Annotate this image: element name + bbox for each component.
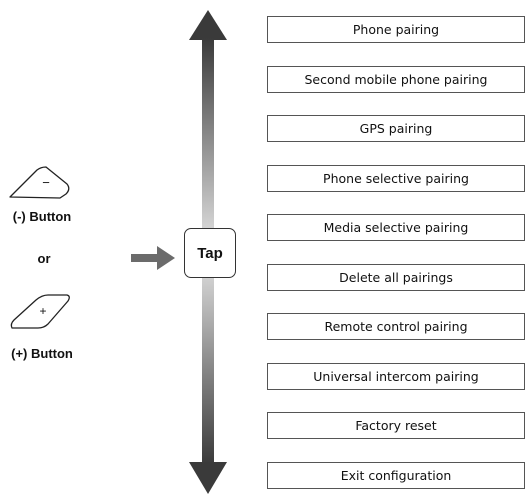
pointer-arrow-icon [131, 246, 175, 270]
plus-button-icon [10, 294, 70, 329]
menu-item-remote-control-pairing: Remote control pairing [267, 313, 525, 340]
plus-button-label: (+) Button [11, 346, 73, 361]
menu-item-media-selective-pairing: Media selective pairing [267, 214, 525, 241]
menu-item-exit-configuration: Exit configuration [267, 462, 525, 489]
tap-box: Tap [184, 228, 236, 278]
menu-item-phone-pairing: Phone pairing [267, 16, 525, 43]
menu-item-second-mobile-phone-pairing: Second mobile phone pairing [267, 66, 525, 93]
menu-item-delete-all-pairings: Delete all pairings [267, 264, 525, 291]
arrow-up-head [189, 10, 227, 40]
arrow-down-head [189, 462, 227, 494]
minus-button-icon [9, 166, 70, 199]
menu-item-phone-selective-pairing: Phone selective pairing [267, 165, 525, 192]
plus-symbol: + [39, 304, 47, 318]
menu-item-factory-reset: Factory reset [267, 412, 525, 439]
or-label: or [37, 251, 51, 266]
minus-symbol: − [42, 175, 50, 190]
menu-item-gps-pairing: GPS pairing [267, 115, 525, 142]
minus-button-label: (-) Button [12, 209, 72, 224]
menu-item-universal-intercom-pairing: Universal intercom pairing [267, 363, 525, 390]
